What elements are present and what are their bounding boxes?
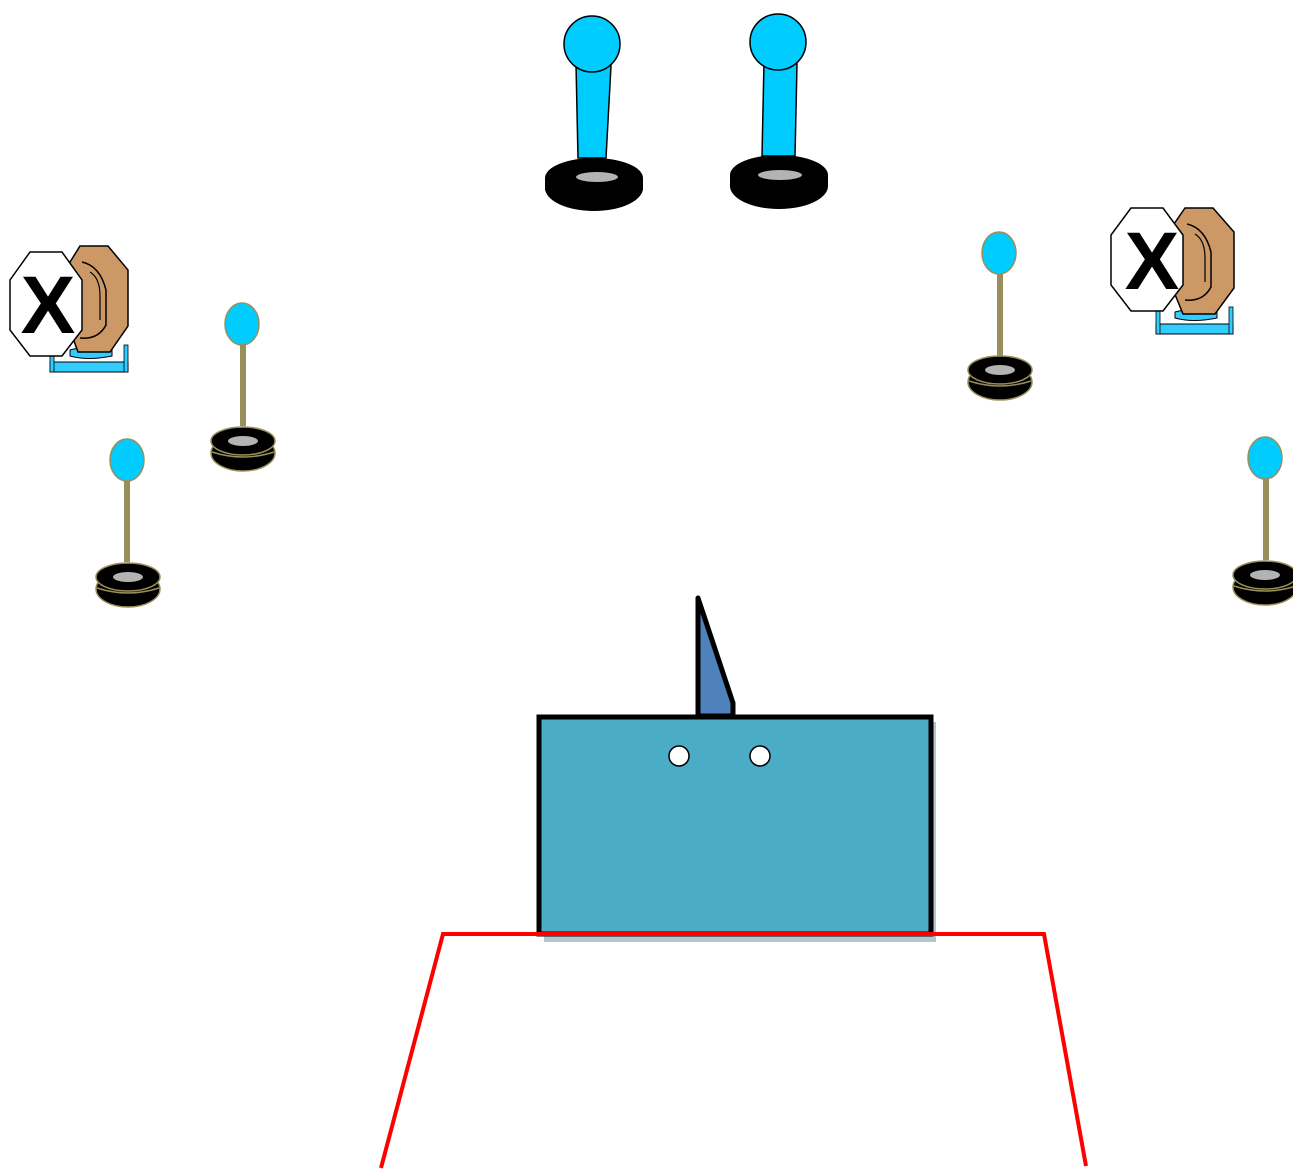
robot-body: [536, 714, 934, 937]
robot-flag: [695, 595, 736, 719]
small-joystick-right-lower: [1232, 436, 1293, 606]
stop-sign-mark-left: X: [21, 260, 76, 351]
small-joystick-left-lower: [95, 438, 161, 608]
robot-eye-left: [668, 745, 690, 767]
stop-sign-mark-right: X: [1125, 216, 1180, 307]
small-joystick-left-upper: [210, 302, 276, 472]
stop-sign-left: X: [9, 245, 129, 373]
stop-sign-octagon-left: [9, 251, 83, 357]
large-joystick-left: [545, 15, 643, 211]
small-joystick-right-upper: [967, 231, 1033, 401]
stop-sign-right: X: [1110, 207, 1235, 335]
stop-sign-octagon-right: [1110, 207, 1184, 312]
large-joystick-right: [730, 13, 828, 209]
robot-eye-right: [749, 745, 771, 767]
boundary-line: [379, 932, 1088, 1169]
robot: [536, 595, 936, 942]
